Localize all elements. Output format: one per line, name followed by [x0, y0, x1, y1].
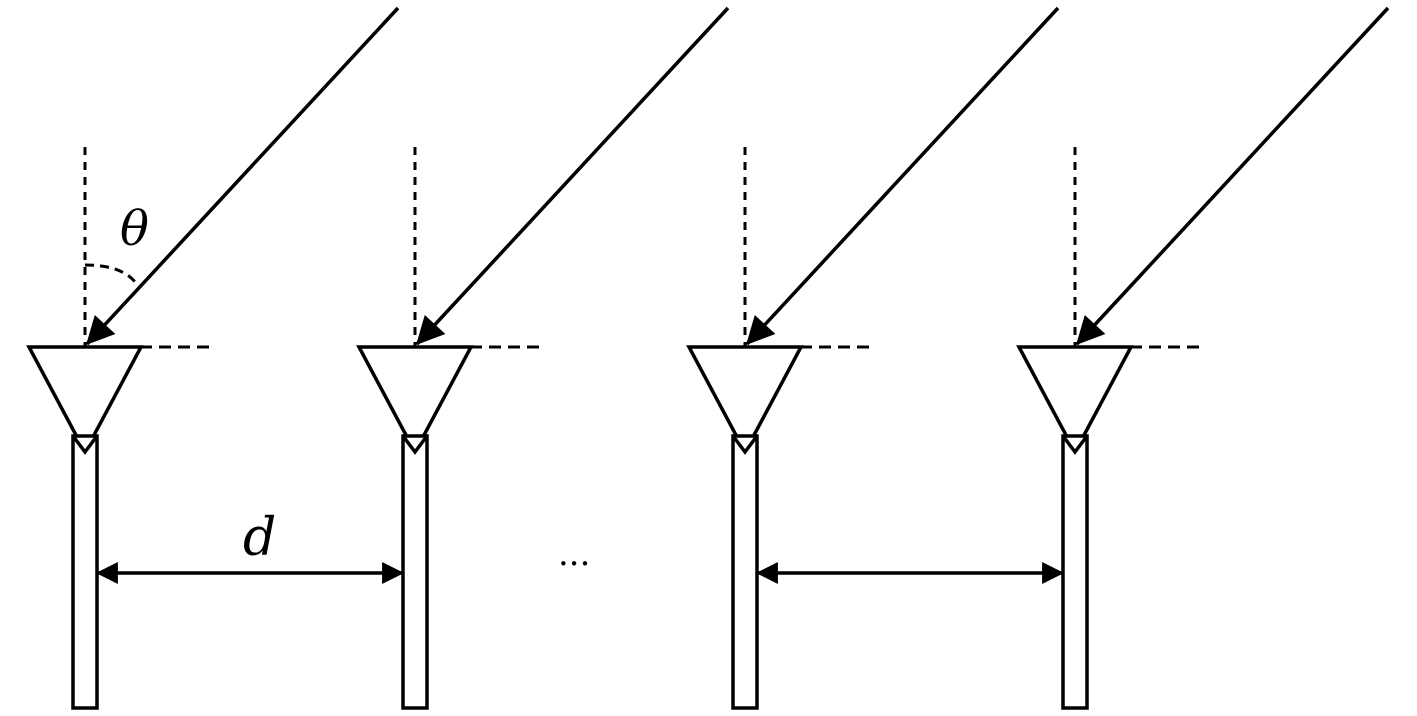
antenna-1	[26, 6, 400, 710]
antenna-2-feed	[401, 434, 429, 710]
antenna-1-incident-ray	[85, 6, 400, 346]
antenna-4	[1016, 6, 1390, 710]
spacing-label: d	[243, 508, 276, 568]
antenna-4-incident-ray	[1075, 6, 1390, 346]
antenna-3-element	[686, 345, 804, 456]
antenna-2-incident-ray	[415, 6, 730, 346]
antenna-3-incident-ray	[745, 6, 1060, 346]
antenna-4-element	[1016, 345, 1134, 456]
antenna-1-element	[26, 345, 144, 456]
antenna-4-feed	[1061, 434, 1089, 710]
antenna-2-element	[356, 345, 474, 456]
antenna-1-feed	[71, 434, 99, 710]
antenna-3	[686, 6, 1060, 710]
ellipsis-label: ···	[558, 544, 590, 584]
angle-label: θ	[120, 201, 149, 257]
antenna-3-feed	[731, 434, 759, 710]
angle-arc	[84, 263, 140, 287]
antenna-2	[356, 6, 730, 710]
